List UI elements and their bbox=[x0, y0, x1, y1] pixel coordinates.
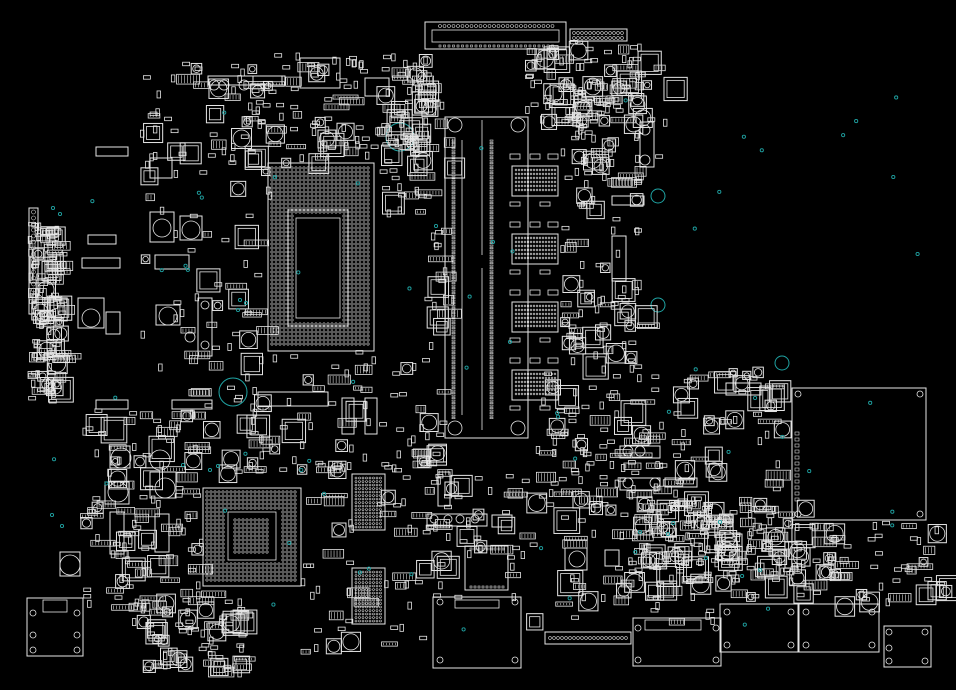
memory-slot[interactable] bbox=[444, 116, 529, 439]
usb-port-right-a[interactable] bbox=[719, 603, 799, 653]
memory-slot-pins bbox=[451, 139, 494, 420]
top-header-connector[interactable] bbox=[424, 21, 567, 50]
passive-components[interactable] bbox=[27, 39, 956, 678]
cpu-ball-grid bbox=[270, 166, 370, 346]
chipset-ball-grid bbox=[205, 490, 297, 582]
cpu-bga-package[interactable] bbox=[267, 162, 375, 352]
top-pin-header[interactable] bbox=[569, 28, 628, 42]
memory-chip-4 bbox=[511, 369, 559, 401]
memory-chip-1 bbox=[511, 165, 559, 197]
usb-port-left[interactable] bbox=[26, 597, 84, 657]
flash-chip-lower[interactable] bbox=[351, 567, 386, 625]
ec-controller-pads bbox=[794, 431, 800, 502]
memory-chips[interactable] bbox=[509, 153, 559, 411]
memory-chip-2 bbox=[511, 233, 559, 265]
top-right-small-ic[interactable] bbox=[725, 382, 762, 396]
vias bbox=[49, 95, 920, 632]
hdmi-port[interactable] bbox=[632, 617, 722, 667]
bottom-pin-connector[interactable] bbox=[544, 631, 632, 645]
memory-chip-3 bbox=[511, 301, 559, 333]
ec-controller-chip[interactable] bbox=[791, 387, 927, 521]
audio-jack[interactable] bbox=[883, 625, 932, 668]
rj45-port[interactable] bbox=[432, 596, 522, 669]
chipset-bga-package[interactable] bbox=[202, 487, 302, 587]
usb-port-right-b[interactable] bbox=[798, 603, 880, 653]
mounting-holes bbox=[218, 122, 790, 407]
